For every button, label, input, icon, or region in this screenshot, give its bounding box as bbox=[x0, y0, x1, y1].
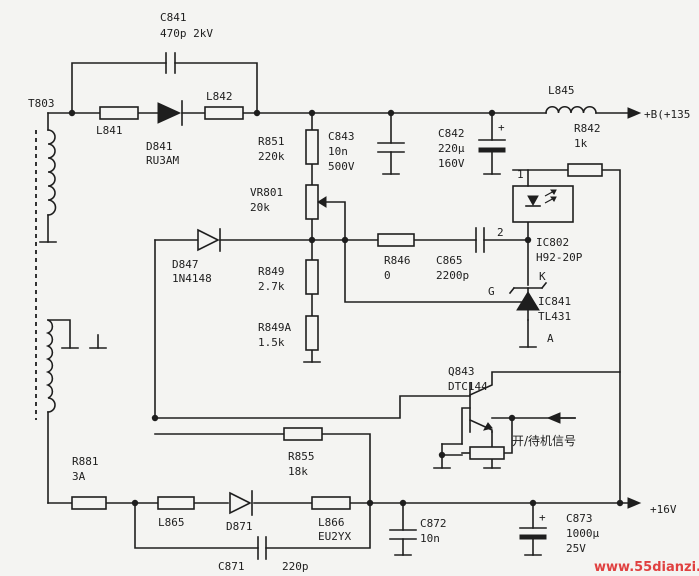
wires bbox=[39, 62, 629, 556]
c872-value: 10n bbox=[420, 532, 440, 545]
v16-label: +16V bbox=[650, 503, 677, 516]
c872-ref: C872 bbox=[420, 517, 447, 530]
standby-label: 开/待机信号 bbox=[512, 434, 576, 448]
watermark: www.55dianzi.com bbox=[594, 560, 699, 575]
ic841-pin-k: K bbox=[539, 270, 546, 283]
c842-ref: C842 bbox=[438, 127, 465, 140]
c871-ref: C871 bbox=[218, 560, 245, 573]
capacitor-c842: + C842 220μ 160V bbox=[438, 121, 506, 170]
ic802-part: H92-20P bbox=[536, 251, 583, 264]
c865-value: 2200p bbox=[436, 269, 469, 282]
r842-value: 1k bbox=[574, 137, 588, 150]
ic841-pin-a: A bbox=[547, 332, 554, 345]
c841-ref: C841 bbox=[160, 11, 187, 24]
ic802-pin1: 1 bbox=[517, 168, 524, 181]
ic841-part: TL431 bbox=[538, 310, 571, 323]
capacitor-c843: C843 10n 500V bbox=[328, 130, 405, 173]
r849-ref: R849 bbox=[258, 265, 285, 278]
capacitor-c841: C841 470p 2kV bbox=[160, 11, 213, 74]
ic802-pin2: 2 bbox=[497, 226, 504, 239]
resistor-r842: R842 1k bbox=[567, 122, 603, 177]
r849a-ref: R849A bbox=[258, 321, 291, 334]
capacitor-c871: C871 220p bbox=[218, 536, 309, 573]
optocoupler-ic802: 1 2 IC802 H92-20P bbox=[497, 168, 583, 264]
r881-ref: R881 bbox=[72, 455, 99, 468]
diode-d871: D871 bbox=[226, 490, 253, 533]
ic841-pin-g: G bbox=[488, 285, 495, 298]
c843-voltage: 500V bbox=[328, 160, 355, 173]
inductor-l845: L845 bbox=[545, 84, 597, 114]
ic802-ref: IC802 bbox=[536, 236, 569, 249]
diode-d841: D841 RU3AM bbox=[146, 100, 183, 167]
inductor-l866: L866 EU2YX bbox=[311, 496, 351, 543]
l866-part: EU2YX bbox=[318, 530, 351, 543]
c842-value: 220μ bbox=[438, 142, 465, 155]
r855-value: 18k bbox=[288, 465, 308, 478]
ic841-ref: IC841 bbox=[538, 295, 571, 308]
c841-value: 470p 2kV bbox=[160, 27, 213, 40]
r846-value: 0 bbox=[384, 269, 391, 282]
capacitor-c873: + C873 1000μ 25V bbox=[519, 511, 599, 555]
l845-ref: L845 bbox=[548, 84, 575, 97]
c865-ref: C865 bbox=[436, 254, 463, 267]
q843-base-resistor bbox=[469, 446, 505, 460]
vr801-value: 20k bbox=[250, 201, 270, 214]
c842-voltage: 160V bbox=[438, 157, 465, 170]
c873-ref: C873 bbox=[566, 512, 593, 525]
shunt-regulator-ic841: K G A IC841 TL431 bbox=[488, 270, 571, 345]
resistor-r849a: R849A 1.5k bbox=[258, 315, 319, 351]
r842-ref: R842 bbox=[574, 122, 601, 135]
output-16v: +16V bbox=[627, 497, 677, 516]
q843-part: DTC144 bbox=[448, 380, 488, 393]
b-output-label: +B(+135 bbox=[644, 108, 690, 121]
c873-value: 1000μ bbox=[566, 527, 599, 540]
inductor-l841: L841 bbox=[96, 106, 139, 137]
r855-ref: R855 bbox=[288, 450, 315, 463]
fuse-resistor-r881: R881 3A bbox=[71, 455, 107, 510]
t803-label: T803 bbox=[28, 97, 55, 110]
l865-ref: L865 bbox=[158, 516, 185, 529]
inductor-l842: L842 bbox=[204, 90, 244, 120]
r846-ref: R846 bbox=[384, 254, 411, 267]
resistor-r849: R849 2.7k bbox=[258, 259, 319, 295]
resistor-r855: R855 18k bbox=[283, 427, 323, 478]
l842-ref: L842 bbox=[206, 90, 233, 103]
potentiometer-vr801: VR801 20k bbox=[250, 184, 327, 220]
capacitor-c865: C865 2200p bbox=[436, 227, 485, 282]
r851-ref: R851 bbox=[258, 135, 285, 148]
c873-polarity: + bbox=[539, 511, 546, 524]
r849a-value: 1.5k bbox=[258, 336, 285, 349]
transistor-q843: Q843 DTC144 bbox=[448, 365, 493, 431]
c871-value: 220p bbox=[282, 560, 309, 573]
d847-ref: D847 bbox=[172, 258, 199, 271]
standby-signal-input: 开/待机信号 bbox=[512, 412, 576, 448]
c873-voltage: 25V bbox=[566, 542, 586, 555]
l866-ref: L866 bbox=[318, 516, 345, 529]
c843-ref: C843 bbox=[328, 130, 355, 143]
r851-value: 220k bbox=[258, 150, 285, 163]
c843-value: 10n bbox=[328, 145, 348, 158]
junction-dots bbox=[68, 109, 624, 507]
resistor-r851: R851 220k bbox=[258, 129, 319, 165]
diode-d847: D847 1N4148 bbox=[172, 228, 221, 285]
transformer-t803: T803 bbox=[28, 97, 57, 420]
d847-part: 1N4148 bbox=[172, 272, 212, 285]
r881-value: 3A bbox=[72, 470, 86, 483]
inductor-l865: L865 bbox=[157, 496, 195, 529]
d841-part: RU3AM bbox=[146, 154, 179, 167]
d841-ref: D841 bbox=[146, 140, 173, 153]
resistor-r846: R846 0 bbox=[377, 233, 415, 282]
vr801-ref: VR801 bbox=[250, 186, 283, 199]
r849-value: 2.7k bbox=[258, 280, 285, 293]
c842-polarity: + bbox=[498, 121, 505, 134]
d871-ref: D871 bbox=[226, 520, 253, 533]
q843-ref: Q843 bbox=[448, 365, 475, 378]
output-b-plus: +B(+135 bbox=[627, 107, 690, 121]
capacitor-c872: C872 10n bbox=[389, 517, 447, 545]
l841-ref: L841 bbox=[96, 124, 123, 137]
